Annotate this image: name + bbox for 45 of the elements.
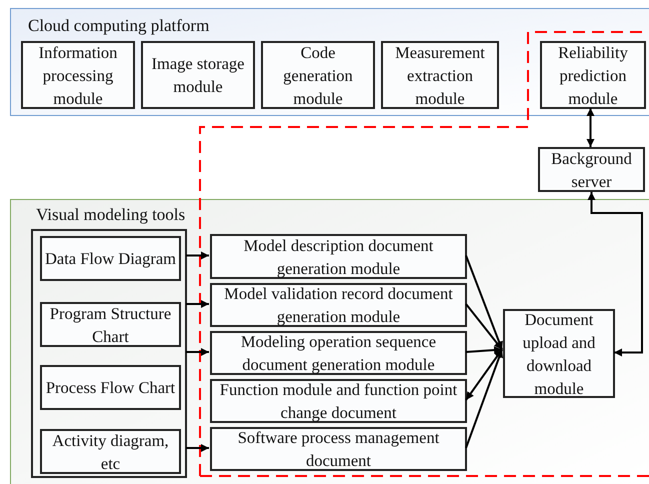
- arrow: [588, 192, 643, 356]
- module-box: [40, 365, 181, 410]
- arrow: [586, 108, 594, 147]
- module-label: Measurement extraction module: [394, 42, 486, 110]
- module-box: [40, 429, 181, 474]
- module-label: Program Structure Chart: [48, 302, 172, 348]
- arrow: [186, 348, 209, 356]
- module-box: [210, 234, 467, 279]
- module-label: Process Flow Chart: [44, 377, 176, 399]
- module-label: Document upload and download module: [522, 308, 596, 400]
- module-label: Reliability prediction module: [557, 42, 629, 110]
- module-label: Model description document generation module: [242, 234, 434, 280]
- arrow: [186, 444, 209, 452]
- platform-panel: [10, 8, 649, 116]
- module-box: [210, 427, 467, 471]
- module-box: [503, 309, 615, 398]
- arrow: [465, 349, 503, 448]
- panel-title: Visual modeling tools: [36, 206, 186, 223]
- arrow: [465, 348, 503, 401]
- module-label: Image storage module: [150, 53, 246, 98]
- module-box: [381, 41, 499, 109]
- module-box: [141, 41, 255, 109]
- module-label: Information processing module: [38, 42, 118, 110]
- module-label: Code generation module: [282, 42, 354, 110]
- module-box: [540, 41, 646, 109]
- module-box: [40, 236, 181, 281]
- module-label: Software process management document: [236, 427, 440, 472]
- arrow: [186, 300, 209, 308]
- module-box: [538, 147, 645, 192]
- arrow: [466, 346, 502, 354]
- module-label: Activity diagram, etc: [51, 430, 170, 474]
- module-box: [21, 41, 135, 109]
- module-box: [261, 41, 375, 109]
- arrow: [465, 303, 503, 350]
- module-label: Data Flow Diagram: [44, 248, 178, 270]
- arrow: [465, 255, 503, 350]
- module-label: Model validation record document generation module: [223, 283, 454, 328]
- module-label: Function module and function point change document: [218, 379, 458, 424]
- module-box: [210, 331, 467, 375]
- tool-group-box: [31, 229, 187, 478]
- arrow: [186, 252, 209, 260]
- panel-title: Cloud computing platform: [28, 17, 210, 34]
- module-label: Modeling operation sequence document generation module: [240, 331, 438, 376]
- tools-panel: [10, 199, 649, 484]
- module-label: Background server: [550, 148, 633, 192]
